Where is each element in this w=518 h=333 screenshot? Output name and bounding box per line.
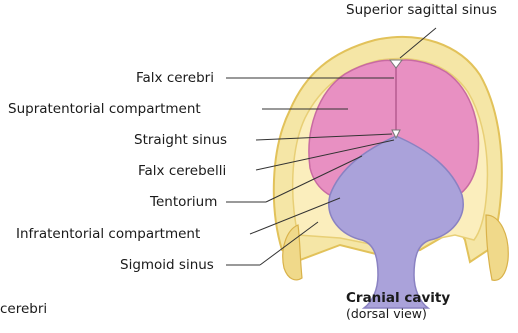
- label-supratentorial-compartment: Supratentorial compartment: [8, 101, 201, 117]
- label-falx-cerebri: Falx cerebri: [136, 70, 214, 86]
- caption-title: Cranial cavity: [346, 290, 450, 306]
- label-tentorium: Tentorium: [150, 194, 217, 210]
- label-falx-cerebelli: Falx cerebelli: [138, 163, 226, 179]
- label-straight-sinus: Straight sinus: [134, 132, 227, 148]
- cut-off-text: cerebri: [0, 301, 47, 317]
- right-side-structure: [486, 215, 508, 280]
- label-sigmoid-sinus: Sigmoid sinus: [120, 257, 214, 273]
- label-infratentorial-compartment: Infratentorial compartment: [16, 226, 200, 242]
- caption-subtitle: (dorsal view): [346, 306, 427, 322]
- label-superior-sagittal-sinus: Superior sagittal sinus: [346, 2, 497, 18]
